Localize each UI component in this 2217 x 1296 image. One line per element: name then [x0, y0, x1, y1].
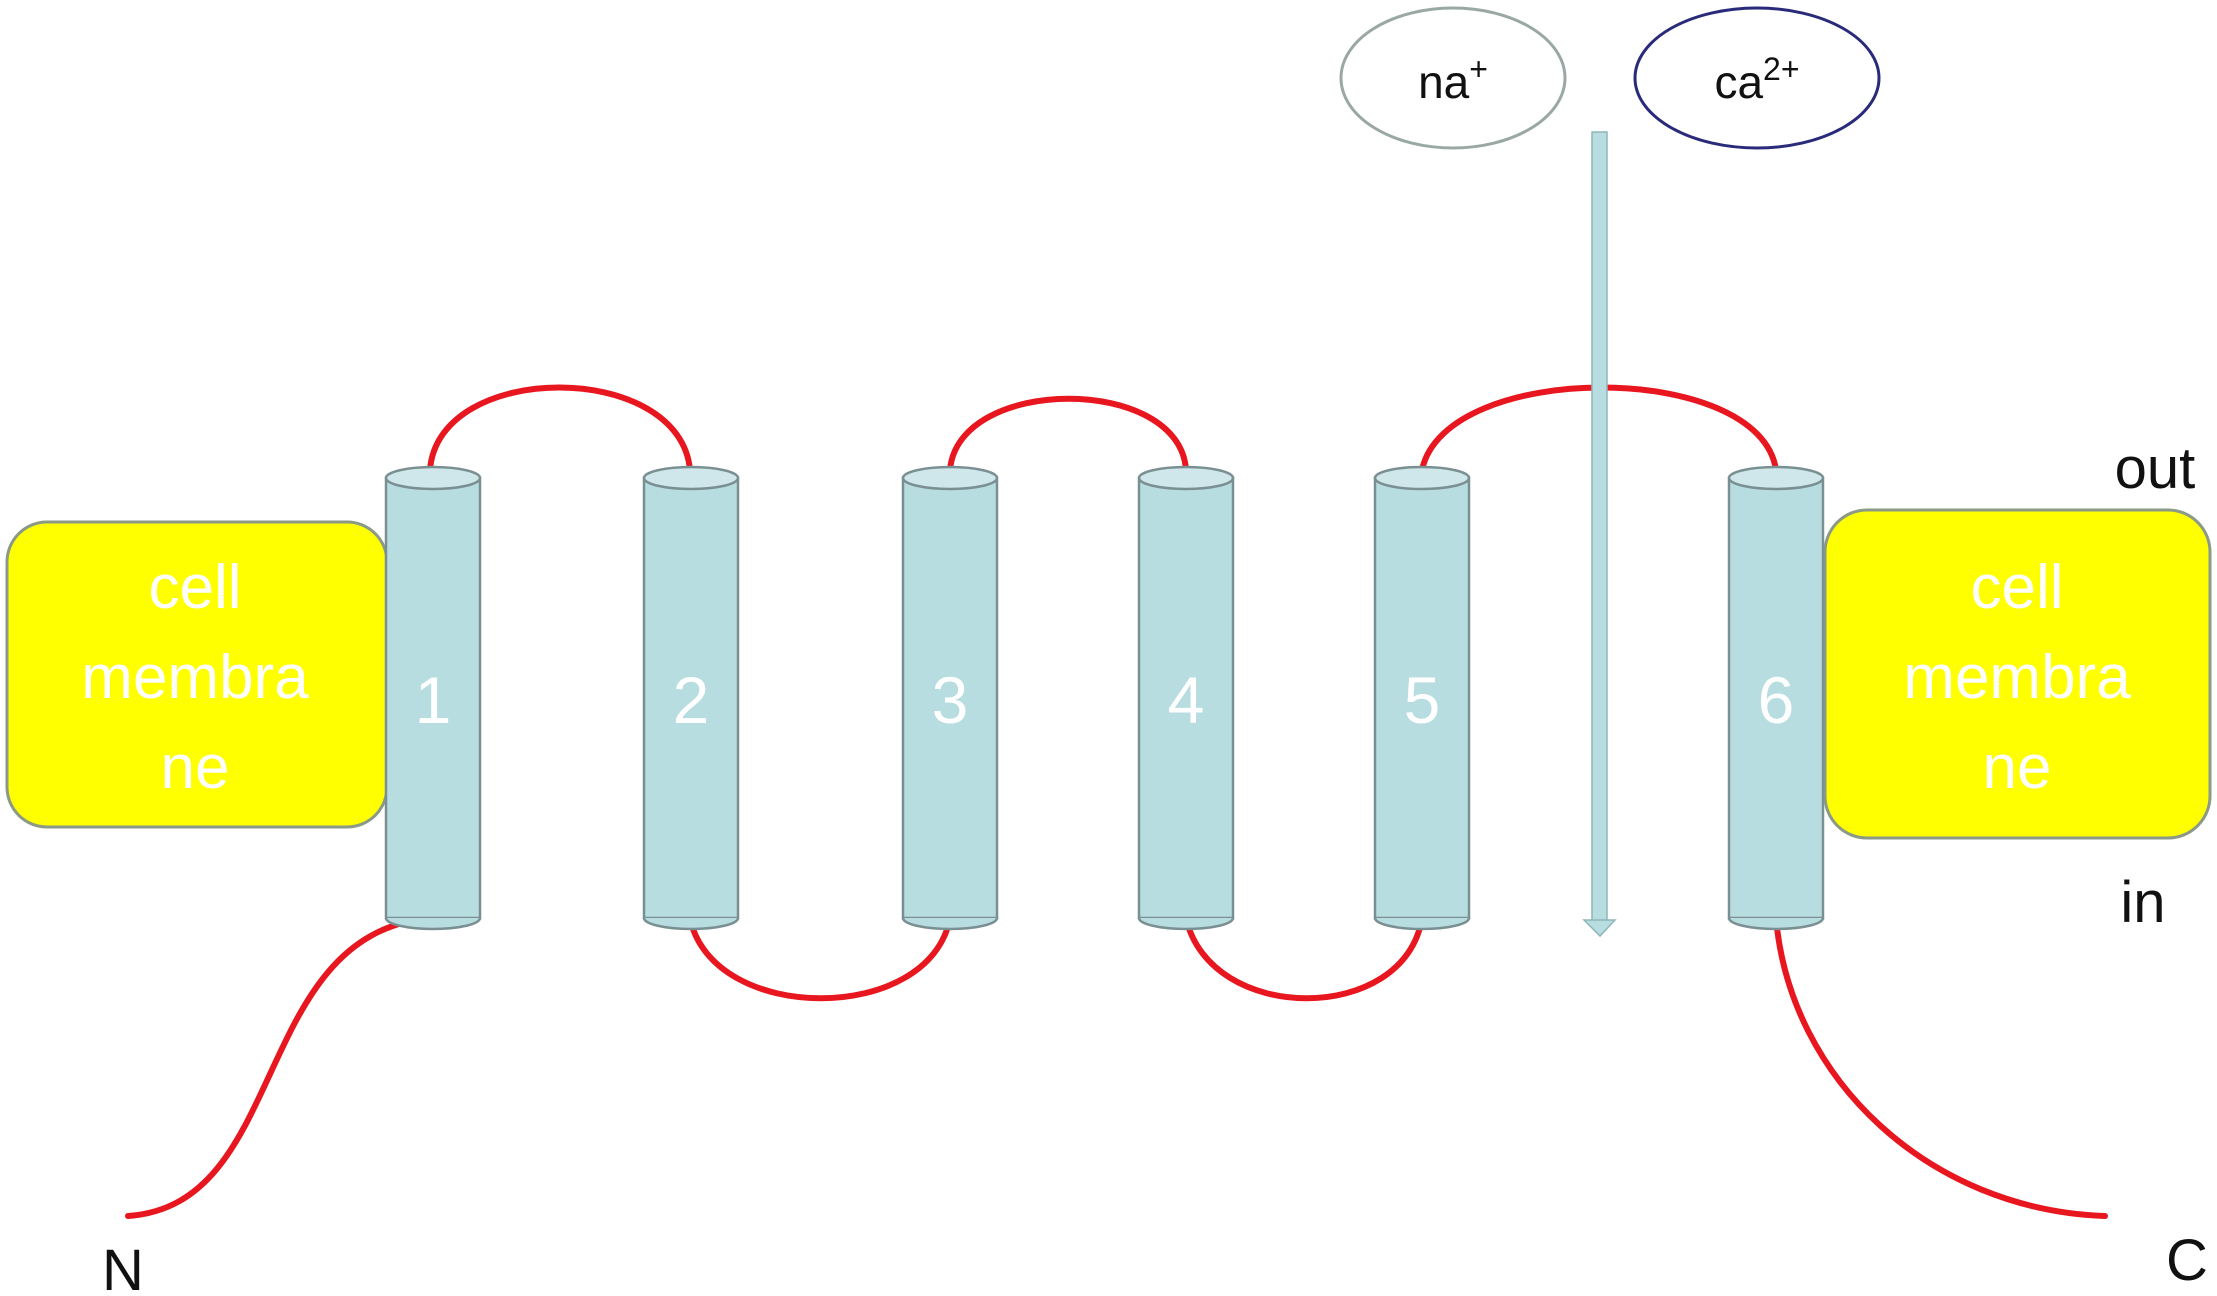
helix-1-bottom [384, 917, 482, 931]
right-membrane-line-1: cell [1970, 553, 2063, 622]
helix-1-label: 1 [415, 663, 452, 737]
helix-2: 2 [642, 465, 740, 931]
helix-5-label: 5 [1404, 663, 1441, 737]
sodium-ion: na+ [1339, 6, 1567, 150]
peptide-loops [125, 384, 2108, 1219]
helix-5-body [1373, 476, 1471, 920]
calcium-ion-ellipse [1633, 6, 1881, 150]
helix-6: 6 [1727, 465, 1825, 931]
arrow-head [1582, 919, 1617, 938]
intracellular-loop-2-3 [687, 915, 953, 1002]
ion-permeation-arrow [1582, 131, 1617, 938]
n-terminal-tail [125, 915, 433, 1219]
left-membrane-line-3: ne [161, 733, 230, 802]
helix-3-label: 3 [932, 663, 969, 737]
outside-label: out [2115, 436, 2196, 501]
right-membrane-line-3: ne [1983, 733, 2052, 802]
helix-6-top [1727, 465, 1825, 491]
transmembrane-helices: 1 2 3 4 5 6 [384, 465, 1825, 931]
calcium-ion-charge: 2+ [1763, 51, 1799, 87]
helix-5-top [1373, 465, 1471, 491]
helix-5: 5 [1373, 465, 1471, 931]
helix-4: 4 [1137, 465, 1235, 931]
right-cell-membrane: cell membra ne [1823, 508, 2212, 840]
extracellular-loop-1-2 [427, 384, 693, 473]
helix-2-top [642, 465, 740, 491]
right-membrane-line-2: membra [1903, 643, 2131, 712]
sodium-ion-base: na [1418, 56, 1470, 108]
intracellular-loop-4-5 [1183, 915, 1425, 1002]
arrow-shaft [1591, 131, 1608, 923]
c-terminal-tail [1773, 915, 2108, 1219]
helix-3-bottom [901, 917, 999, 931]
sodium-ion-ellipse [1339, 6, 1567, 150]
helix-5-bottom [1373, 917, 1471, 931]
helix-1-body [384, 476, 482, 920]
helix-3-body [901, 476, 999, 920]
left-cell-membrane: cell membra ne [5, 520, 389, 829]
c-terminus-label: C [2166, 1228, 2208, 1293]
helix-6-bottom [1727, 917, 1825, 931]
calcium-ion-label: ca2+ [1714, 51, 1799, 108]
helix-6-body [1727, 476, 1825, 920]
helix-3: 3 [901, 465, 999, 931]
sodium-ion-label: na+ [1418, 51, 1488, 108]
calcium-ion-base: ca [1714, 56, 1763, 108]
helix-4-label: 4 [1168, 663, 1205, 737]
helix-4-top [1137, 465, 1235, 491]
n-terminus-label: N [102, 1238, 144, 1296]
sodium-ion-charge: + [1469, 51, 1488, 87]
helix-2-label: 2 [673, 663, 710, 737]
helix-2-bottom [642, 917, 740, 931]
calcium-ion: ca2+ [1633, 6, 1881, 150]
extracellular-loop-3-4 [947, 395, 1189, 473]
helix-4-bottom [1137, 917, 1235, 931]
left-membrane-line-1: cell [148, 553, 241, 622]
helix-1-top [384, 465, 482, 491]
left-membrane-line-2: membra [81, 643, 309, 712]
helix-3-top [901, 465, 999, 491]
right-membrane-box [1823, 508, 2212, 840]
helix-6-label: 6 [1758, 663, 1795, 737]
helix-1: 1 [384, 465, 482, 931]
inside-label: in [2120, 870, 2165, 935]
